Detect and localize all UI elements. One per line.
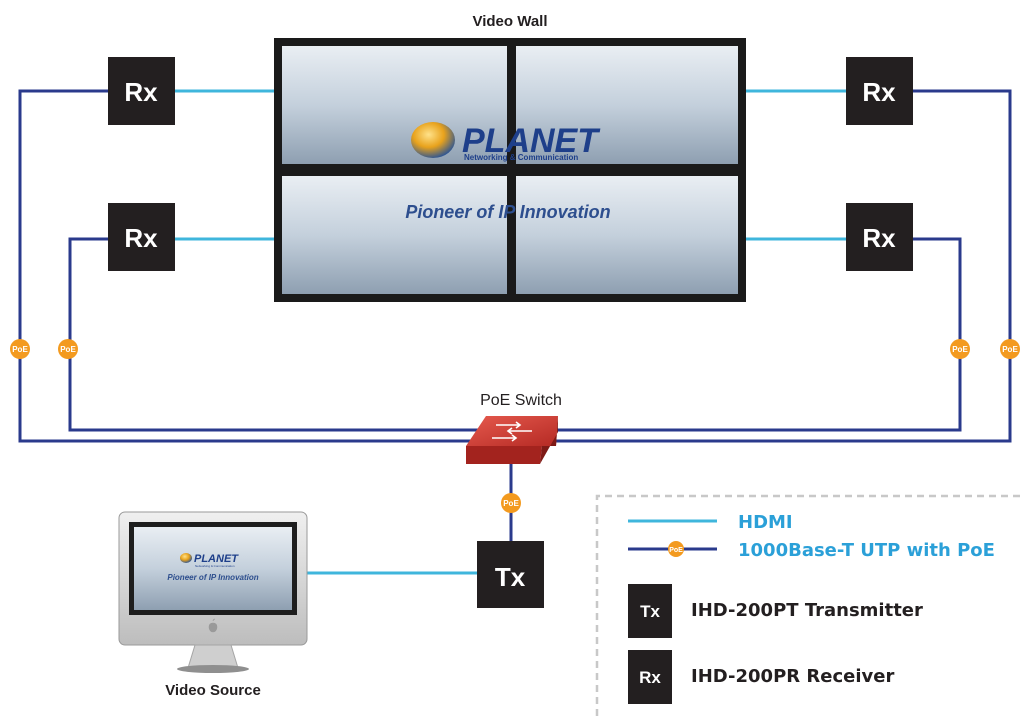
receiver-bottom-right: Rx	[846, 203, 913, 271]
legend-tx-code: Tx	[640, 602, 660, 621]
monitor-screen-image	[134, 527, 292, 610]
source-slogan: Pioneer of IP Innovation	[167, 573, 258, 582]
poe-badge: PoE	[10, 339, 30, 359]
poe-badge: PoE	[950, 339, 970, 359]
wall-slogan: Pioneer of IP Innovation	[405, 202, 610, 222]
receiver-box	[846, 203, 913, 271]
receiver-label: Rx	[862, 77, 896, 107]
receiver-label: Rx	[124, 223, 158, 253]
wall-screen-bottom-left	[282, 176, 507, 294]
poe-badge-label: PoE	[12, 345, 28, 354]
poe-badge-label: PoE	[952, 345, 968, 354]
poe-badge: PoE	[1000, 339, 1020, 359]
legend-tx-box	[628, 584, 672, 638]
planet-logo-small-icon	[180, 553, 192, 563]
source-logo-tagline: Networking & Communication	[195, 564, 235, 568]
video-source-monitor: PLANET Networking & Communication Pionee…	[118, 511, 308, 673]
receiver-box	[846, 57, 913, 125]
receiver-label: Rx	[124, 77, 158, 107]
monitor-foot	[177, 665, 249, 673]
legend-poe-icon	[668, 541, 684, 557]
receiver-top-right: Rx	[846, 57, 913, 125]
receiver-top-left: Rx	[108, 57, 175, 125]
legend: HDMI PoE 1000Base-T UTP with PoE Tx IHD-…	[595, 494, 1025, 716]
wall-screen-bottom-right	[516, 176, 738, 294]
receiver-label: Rx	[862, 223, 896, 253]
video-wall-title: Video Wall	[472, 13, 547, 30]
poe-badge-label: PoE	[1002, 345, 1018, 354]
legend-rx-desc: IHD-200PR Receiver	[691, 666, 894, 687]
wall-screen-top-left	[282, 46, 507, 164]
source-logo-text: PLANET	[194, 553, 239, 565]
transmitter: Tx	[477, 541, 544, 608]
poe-badge-label: PoE	[60, 345, 76, 354]
receiver-bottom-left: Rx	[108, 203, 175, 271]
monitor-neck	[187, 644, 239, 669]
receiver-box	[108, 57, 175, 125]
apple-logo-icon	[208, 618, 218, 633]
legend-rx-box	[628, 650, 672, 704]
legend-border	[595, 494, 1025, 716]
wall-logo-text: PLANET	[462, 122, 601, 160]
video-wall: PLANET Networking & Communication Pionee…	[274, 38, 746, 302]
wall-screen-top-right	[516, 46, 738, 164]
receiver-box	[108, 203, 175, 271]
poe-badge: PoE	[58, 339, 78, 359]
legend-utp-label: 1000Base-T UTP with PoE	[738, 540, 995, 561]
switch-label: PoE Switch	[480, 392, 562, 409]
transmitter-label: Tx	[495, 562, 526, 592]
legend-rx-code: Rx	[639, 668, 661, 687]
video-source-label: Video Source	[165, 682, 261, 699]
planet-logo-icon	[411, 122, 455, 158]
legend-tx-desc: IHD-200PT Transmitter	[691, 600, 923, 621]
hdmi-cables	[175, 89, 846, 575]
poe-switch-icon	[466, 416, 558, 464]
legend-poe-badge-label: PoE	[669, 547, 683, 554]
poe-badge-label: PoE	[503, 499, 519, 508]
transmitter-box	[477, 541, 544, 608]
poe-badge: PoE	[501, 493, 521, 513]
wall-logo-tagline: Networking & Communication	[464, 153, 578, 162]
legend-hdmi-label: HDMI	[738, 512, 793, 533]
